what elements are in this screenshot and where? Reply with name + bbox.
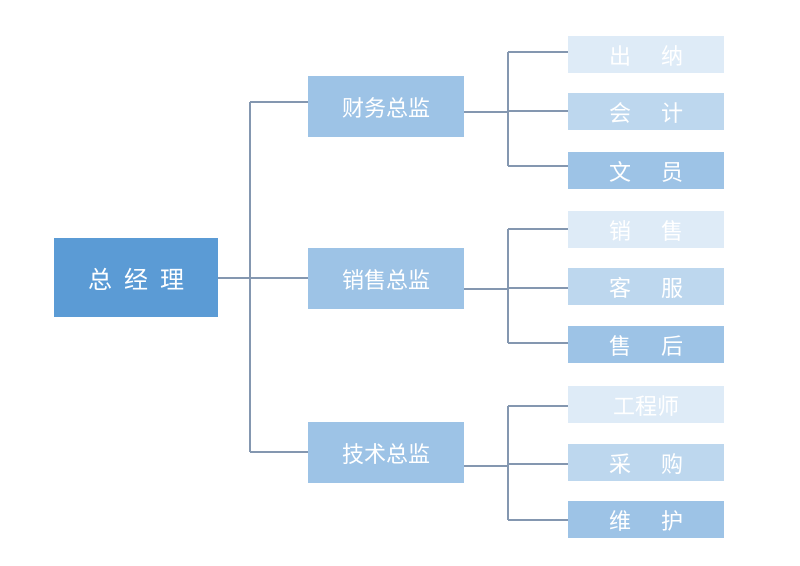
leaf-node-procurement: 采购 — [568, 444, 724, 481]
leaf-node-cashier: 出纳 — [568, 36, 724, 73]
connector-dept-3 — [464, 405, 568, 521]
department-node-finance: 财务总监 — [308, 76, 464, 137]
connector-dept-2 — [464, 228, 568, 344]
leaf-node-engineer: 工程师 — [568, 386, 724, 423]
department-node-sales: 销售总监 — [308, 248, 464, 309]
leaf-node-salesperson: 销售 — [568, 211, 724, 248]
department-node-tech: 技术总监 — [308, 422, 464, 483]
leaf-node-after-sales: 售后 — [568, 326, 724, 363]
root-node-general-manager: 总经理 — [54, 238, 218, 317]
leaf-node-maintenance: 维护 — [568, 501, 724, 538]
leaf-node-accountant: 会计 — [568, 93, 724, 130]
connector-dept-1 — [464, 51, 568, 167]
connector-root — [218, 101, 308, 453]
leaf-node-clerk: 文员 — [568, 152, 724, 189]
leaf-node-customer-service: 客服 — [568, 268, 724, 305]
